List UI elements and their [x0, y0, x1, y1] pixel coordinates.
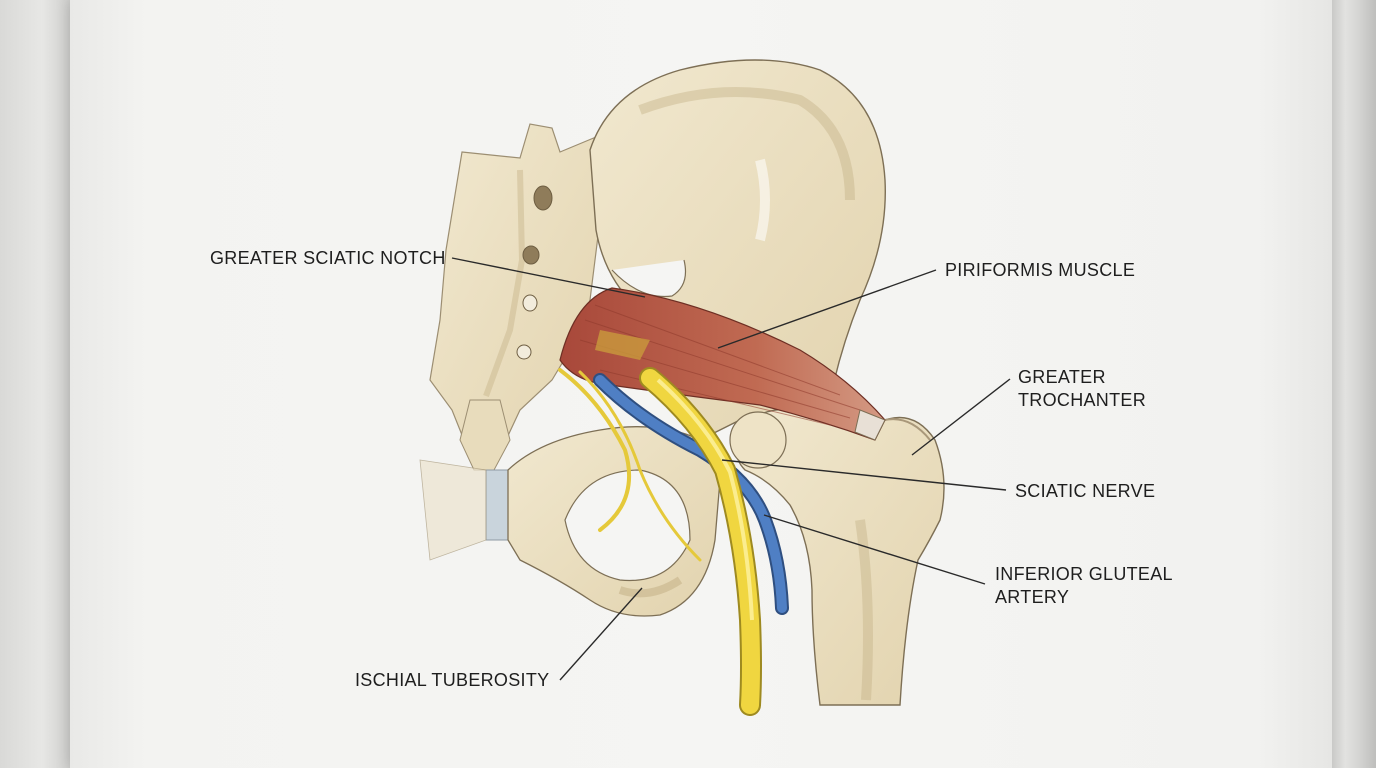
- leader-inferior-gluteal-artery: [763, 514, 986, 585]
- sacrum: [429, 123, 609, 471]
- label-greater-sciatic-notch: GREATER SCIATIC NOTCH: [210, 248, 446, 268]
- leader-lines: [451, 257, 1011, 681]
- obturator-foramen: [564, 469, 691, 582]
- leader-ischial-tuberosity: [559, 587, 643, 681]
- leader-sciatic-nerve: [721, 459, 1007, 491]
- label-ischial-tuberosity: ISCHIAL TUBEROSITY: [355, 670, 550, 690]
- leader-greater-trochanter: [911, 378, 1011, 456]
- wall-right-edge: [1332, 0, 1376, 768]
- femoral-head: [729, 411, 787, 469]
- ischium-pubis: [419, 426, 721, 617]
- leader-greater-sciatic-notch: [451, 257, 646, 298]
- pubic-symphysis: [485, 469, 509, 541]
- label-sciatic-nerve: SCIATIC NERVE: [1015, 481, 1156, 501]
- wall-left-edge: [0, 0, 70, 768]
- sciatic-nerve: [558, 367, 762, 716]
- femur: [729, 408, 945, 706]
- label-greater-trochanter: GREATER TROCHANTER: [1018, 367, 1146, 410]
- leader-piriformis-muscle: [717, 269, 937, 349]
- piriformis-muscle-shape: [559, 287, 886, 441]
- label-inferior-gluteal-artery: INFERIOR GLUTEAL ARTERY: [995, 564, 1173, 607]
- label-piriformis-muscle: PIRIFORMIS MUSCLE: [945, 260, 1136, 280]
